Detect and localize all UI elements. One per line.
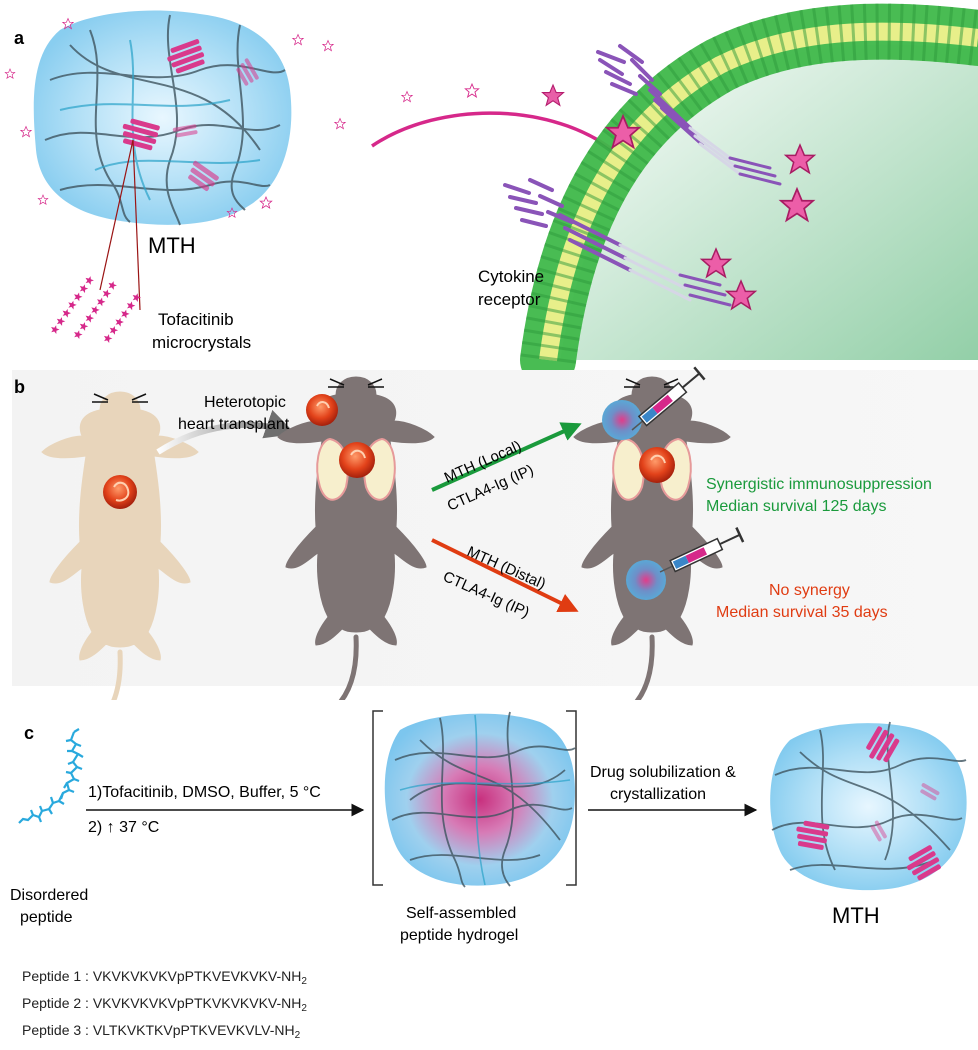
- peptide-2-row: Peptide 2 : VKVKVKVKVpPTKVKVKVKV-NH2: [22, 995, 307, 1014]
- cytokine-receptors: [503, 44, 782, 307]
- transplant-label-1: Heterotopic: [204, 394, 286, 411]
- peptide-3-name: Peptide 3: [22, 1022, 82, 1038]
- peptide-3-sequence: VLTKVKTKVpPTKVEVKVLV-NH: [92, 1022, 295, 1038]
- released-stars: [401, 83, 480, 103]
- peptide-1-sequence: VKVKVKVKVpPTKVEVKVKV-NH: [92, 968, 302, 984]
- transplant-arrow: [156, 409, 296, 455]
- peptide-3-subscript: 2: [294, 1030, 301, 1041]
- cytokine-label-1: Cytokine: [478, 267, 544, 286]
- peptide-2-name: Peptide 2: [22, 995, 82, 1011]
- cytokine-label-2: receptor: [478, 290, 541, 309]
- peptide-3-row: Peptide 3 : VLTKVKTKVpPTKVEVKVLV-NH2: [22, 1022, 301, 1041]
- local-result-2: Median survival 125 days: [706, 498, 887, 515]
- panel-c-letter: c: [24, 723, 34, 743]
- distal-result-1: No synergy: [769, 582, 850, 599]
- peptide-1-name: Peptide 1: [22, 968, 82, 984]
- disordered-peptide-label-1: Disordered: [10, 887, 88, 904]
- tofacitinib-label-1: Tofacitinib: [158, 310, 234, 329]
- distal-arrow: [431, 538, 579, 612]
- hydrogel-label-2: peptide hydrogel: [400, 927, 518, 944]
- donor-mouse: [42, 392, 198, 722]
- panel-b-background: [12, 370, 978, 686]
- peptide-1-row: Peptide 1 : VKVKVKVKVpPTKVEVKVKV-NH2: [22, 968, 307, 987]
- hydrogel-brackets: [372, 710, 577, 886]
- peptide-1-subscript: 2: [301, 976, 307, 987]
- peptide-2-subscript: 2: [301, 1003, 307, 1014]
- tofacitinib-label-2: microcrystals: [152, 333, 251, 352]
- donor-heart-icon: [103, 475, 137, 509]
- treated-hearts: [639, 447, 675, 483]
- local-result-1: Synergistic immunosuppression: [706, 476, 932, 493]
- syringe-local-icon: [631, 366, 706, 431]
- hydrogel-icon: [384, 711, 576, 888]
- syringe-distal-icon: [659, 527, 745, 573]
- panel-b-letter: b: [14, 377, 25, 397]
- hydrogel-label-1: Self-assembled: [406, 905, 516, 922]
- process-label-2: crystallization: [610, 786, 706, 803]
- distal-depot-icon: [626, 560, 666, 600]
- step2-label: 2) ↑ 37 °C: [88, 819, 159, 836]
- tofacitinib-crystals-icon: [48, 274, 142, 345]
- mth-label-a: MTH: [148, 233, 196, 258]
- released-star-large: [541, 84, 565, 106]
- mth-label-c: MTH: [832, 903, 880, 928]
- local-depot-icon: [602, 400, 642, 440]
- panel-a-letter: a: [14, 28, 25, 48]
- process-label-1: Drug solubilization &: [590, 764, 736, 781]
- transplant-label-2: heart transplant: [178, 416, 290, 433]
- peptide-2-sequence: VKVKVKVKVpPTKVKVKVKV-NH: [92, 995, 302, 1011]
- cell-membrane: [520, 3, 978, 388]
- crystal-leader-lines: [99, 139, 141, 311]
- distal-result-2: Median survival 35 days: [716, 604, 888, 621]
- disordered-peptide-label-2: peptide: [20, 909, 73, 926]
- local-arrow: [431, 422, 582, 492]
- mth-gel-a: [33, 10, 292, 226]
- step1-label: 1)Tofacitinib, DMSO, Buffer, 5 °C: [88, 784, 321, 801]
- mth-gel-c: [770, 721, 967, 891]
- disordered-peptide-icon: [18, 728, 84, 824]
- recipient-hearts: [306, 394, 375, 478]
